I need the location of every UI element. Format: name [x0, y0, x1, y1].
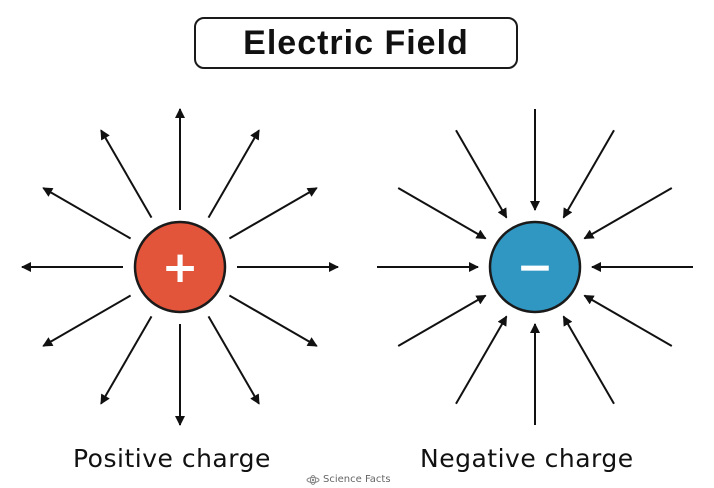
positive-field-arrow [207, 315, 260, 405]
positive-charge-label: Positive charge [73, 444, 271, 473]
title-box: Electric Field [194, 17, 518, 69]
positive-field-arrow [42, 294, 132, 347]
negative-field-arrow [455, 129, 508, 219]
negative-field-arrow [583, 187, 673, 240]
atom-logo-icon [306, 474, 320, 485]
negative-field-arrow [583, 294, 673, 347]
positive-field-arrow [100, 129, 153, 219]
diagram-title: Electric Field [243, 23, 469, 62]
negative-charge: − [488, 220, 582, 314]
negative-field-arrow [397, 187, 487, 240]
positive-field-arrow [228, 187, 318, 240]
positive-field-arrow [207, 129, 260, 219]
watermark-text: Science Facts [323, 474, 391, 485]
positive-field-arrow [42, 187, 132, 240]
positive-field-arrow [228, 294, 318, 347]
positive-field-lines [21, 108, 339, 426]
negative-field-arrow [397, 294, 487, 347]
positive-charge: + [133, 220, 227, 314]
negative-field-arrow [562, 129, 615, 219]
negative-charge-circle [488, 220, 582, 314]
negative-field-arrow [562, 315, 615, 405]
watermark: Science Facts [306, 474, 391, 485]
positive-charge-circle [133, 220, 227, 314]
negative-field-arrow [455, 315, 508, 405]
minus-symbol: − [517, 242, 554, 293]
negative-field-lines [377, 109, 693, 425]
plus-symbol: + [162, 242, 199, 293]
negative-charge-label: Negative charge [420, 444, 634, 473]
positive-field-arrow [100, 315, 153, 405]
